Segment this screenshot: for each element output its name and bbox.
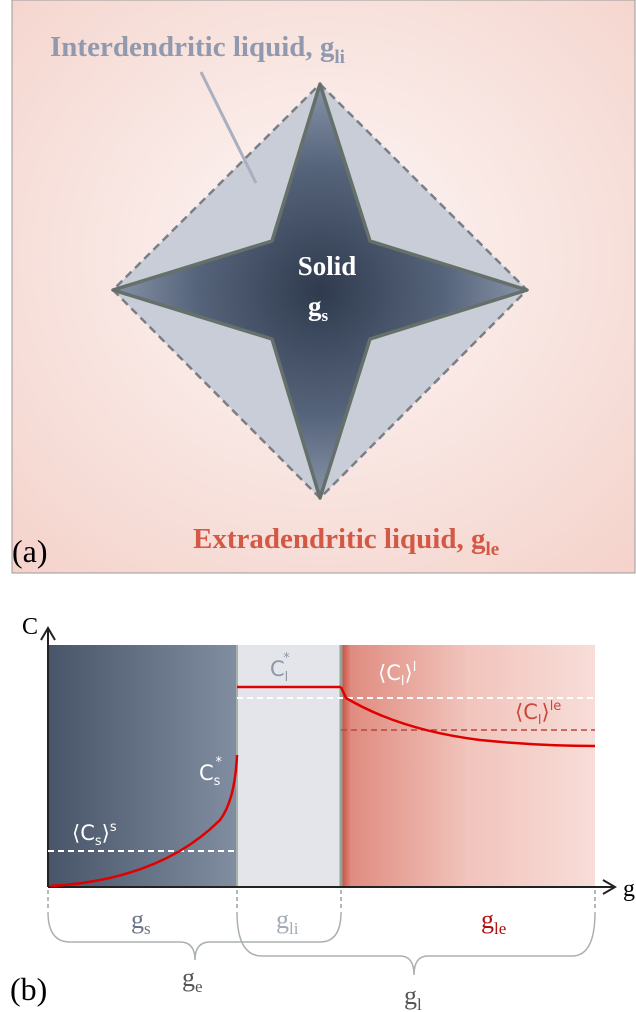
g-s-label: gs — [131, 905, 151, 938]
g-l-brace — [236, 911, 596, 976]
g-e-label: ge — [182, 963, 203, 996]
g-li-label: gli — [276, 905, 299, 938]
cl-star-label: Cl* — [270, 651, 290, 685]
panel-b-tag: (b) — [10, 971, 47, 1007]
g-e-brace — [47, 911, 342, 961]
extradendritic-region — [341, 645, 595, 887]
solid-concentration-curve — [49, 754, 239, 888]
interdendritic-pointer — [199, 71, 258, 184]
extradendritic-label: Extradendritic liquid, gle — [193, 523, 499, 560]
g-le-label: gle — [481, 905, 506, 938]
g-l-label: gl — [404, 981, 422, 1012]
avg-cle-label: ⟨Cl⟩le — [515, 699, 561, 728]
panel-a-diagram: Interdendritic liquid, gli Solid gs Extr… — [11, 0, 636, 574]
interdendritic-label: Interdendritic liquid, gli — [50, 31, 345, 68]
x-axis-label: g — [623, 876, 635, 902]
y-axis-arrow — [40, 626, 56, 641]
solid-fraction-label: gs — [308, 291, 329, 325]
solid-dendrite — [111, 82, 529, 500]
extradendritic-concentration-curve — [339, 686, 596, 748]
panel-b-diagram: C g Cl* Cs* ⟨Cs⟩s ⟨Cl⟩l ⟨Cl⟩le gs gli gl… — [10, 614, 635, 1012]
avg-cs-label: ⟨Cs⟩s — [72, 820, 117, 849]
avg-cl-label: ⟨Cl⟩l — [378, 660, 416, 689]
solid-label: Solid — [298, 251, 357, 281]
solid-region — [48, 645, 237, 887]
y-axis-label: C — [22, 614, 38, 640]
interdendritic-region — [237, 645, 341, 887]
cs-star-label: Cs* — [199, 755, 222, 789]
x-axis-arrow — [602, 879, 617, 895]
panel-a-tag: (a) — [12, 533, 48, 569]
